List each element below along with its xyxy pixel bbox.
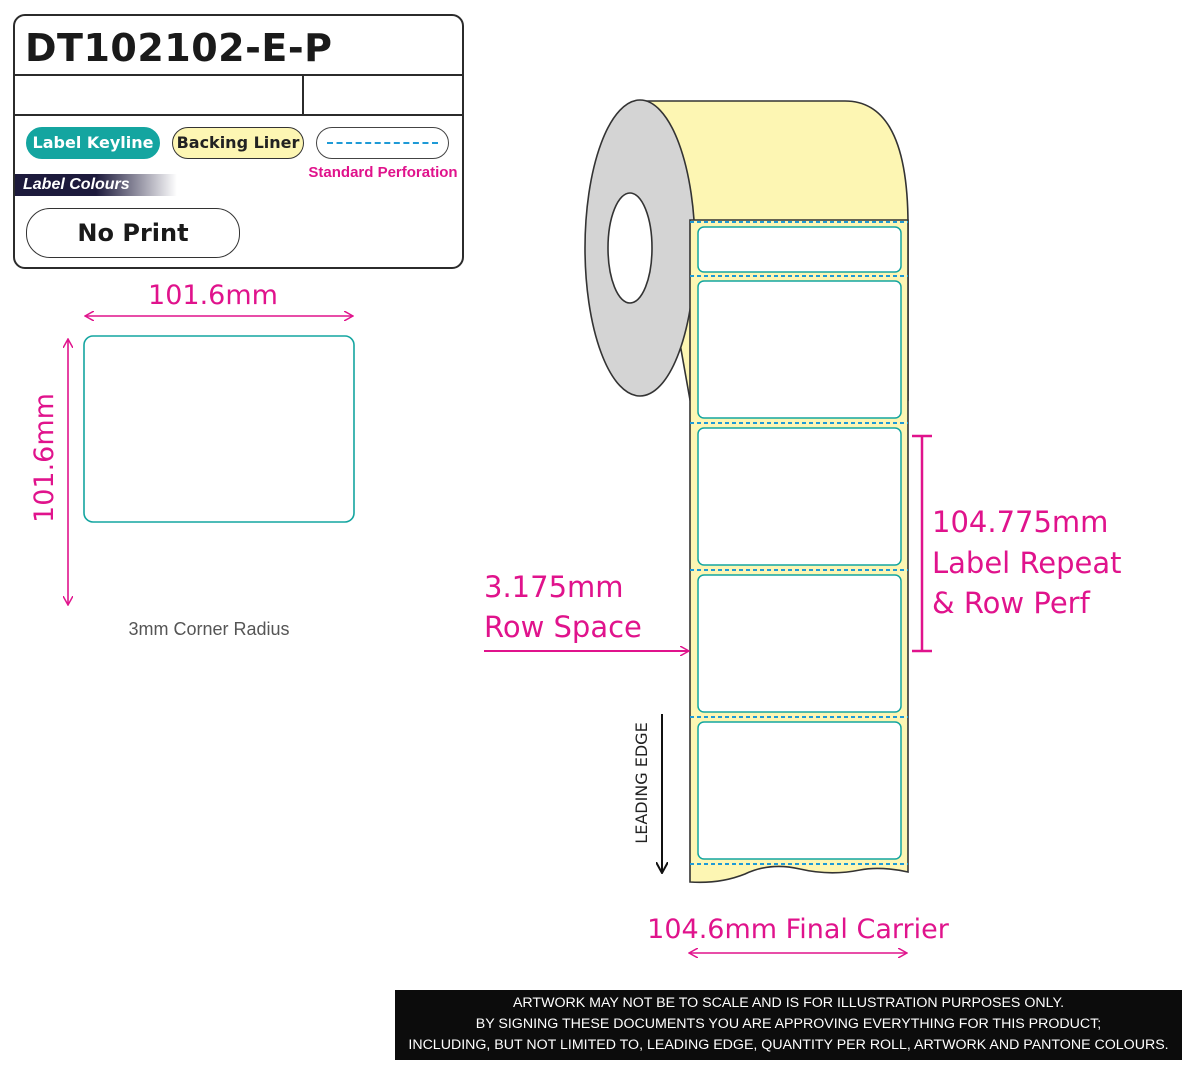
row-space-label: Row Space — [484, 610, 642, 644]
print-option-pill: No Print — [26, 208, 240, 258]
label-keyline-preview — [83, 335, 355, 523]
product-info-panel: DT102102-E-P Label Keyline Backing Liner… — [13, 14, 464, 269]
row-space-value: 3.175mm — [484, 570, 624, 604]
leading-edge-text: LEADING EDGE — [632, 722, 651, 843]
roll-core-hole — [607, 192, 653, 304]
label-keyline-swatch: Label Keyline — [26, 127, 160, 159]
label-colours-text: Label Colours — [23, 176, 130, 193]
label-colours-bar: Label Colours — [15, 174, 177, 196]
panel-divider-middle — [15, 114, 462, 116]
roll-label — [697, 280, 902, 419]
notice-line: ARTWORK MAY NOT BE TO SCALE AND IS FOR I… — [512, 995, 1065, 1011]
roll-label — [697, 427, 902, 566]
roll-label — [697, 574, 902, 713]
disclaimer-notice: ARTWORK MAY NOT BE TO SCALE AND IS FOR I… — [395, 990, 1182, 1060]
roll-label — [697, 226, 902, 273]
backing-liner-swatch: Backing Liner — [172, 127, 304, 159]
label-repeat-line1: Label Repeat — [932, 546, 1122, 580]
label-repeat-value: 104.775mm — [932, 505, 1108, 539]
panel-divider-vertical — [302, 74, 304, 114]
notice-line: INCLUDING, BUT NOT LIMITED TO, LEADING E… — [408, 1037, 1169, 1053]
label-repeat-line2: & Row Perf — [932, 586, 1091, 620]
label-height-text: 101.6mm — [29, 393, 60, 523]
perforation-lines — [690, 221, 908, 865]
notice-line: BY SIGNING THESE DOCUMENTS YOU ARE APPRO… — [475, 1016, 1102, 1032]
roll-label — [697, 721, 902, 860]
product-code: DT102102-E-P — [25, 26, 333, 70]
standard-perforation-label: Standard Perforation — [308, 164, 458, 181]
final-carrier-text: 104.6mm Final Carrier — [647, 914, 950, 945]
corner-radius-text: 3mm Corner Radius — [128, 619, 289, 639]
panel-divider-top — [15, 74, 462, 76]
perforation-swatch — [316, 127, 449, 159]
label-repeat-bracket — [912, 434, 932, 653]
label-width-text: 101.6mm — [148, 280, 278, 311]
perforation-dash-line — [327, 142, 438, 144]
roll-labels — [697, 226, 902, 860]
